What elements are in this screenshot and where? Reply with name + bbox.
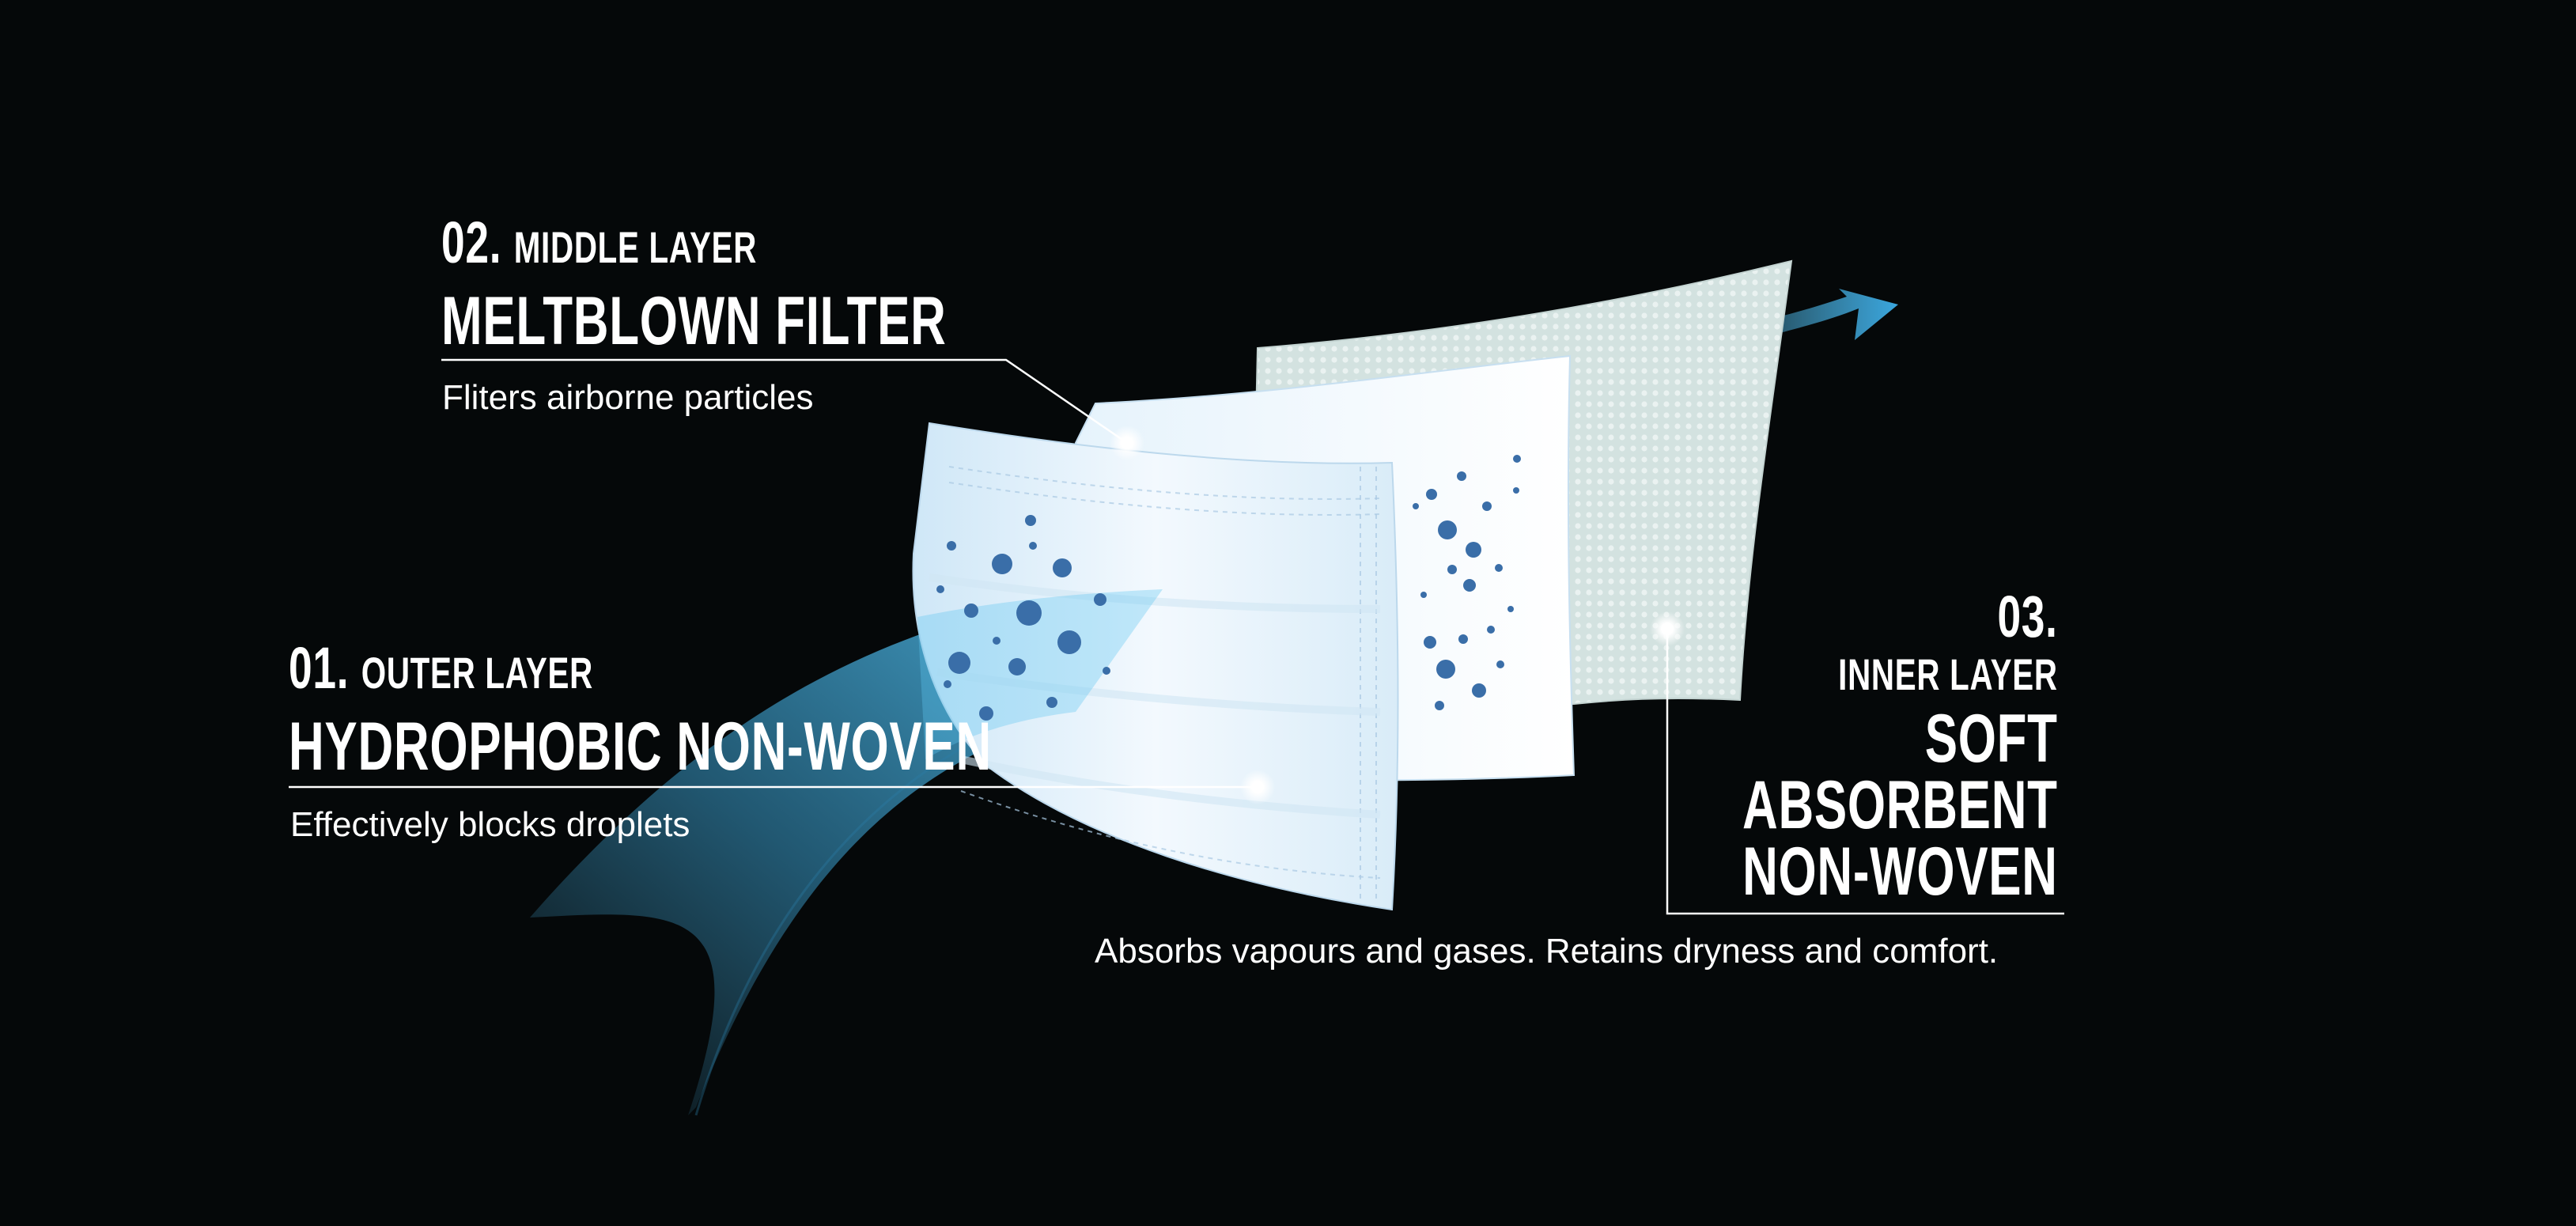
inner-layer-number: 03. <box>1997 584 2058 649</box>
middle-layer-name: MIDDLE LAYER <box>513 222 758 272</box>
inner-layer-title-line-2: ABSORBENT <box>1742 767 2058 843</box>
outer-layer-number: 01. <box>289 635 350 701</box>
callout-dots <box>1110 426 1685 804</box>
middle-layer-number: 02. <box>441 210 502 275</box>
inner-layer-title-line-1: SOFT <box>1925 701 2058 777</box>
callout-lines <box>289 358 2064 915</box>
outer-layer-name: OUTER LAYER <box>361 648 593 698</box>
inner-layer-title-line-3: NON-WOVEN <box>1742 834 2058 910</box>
outer-layer-description: Effectively blocks droplets <box>290 805 690 844</box>
middle-layer-title: MELTBLOWN FILTER <box>441 283 947 359</box>
inner-layer-name: INNER LAYER <box>1838 649 2058 699</box>
particles-outer <box>936 515 1110 721</box>
leader-line-02 <box>441 358 1128 445</box>
outer-layer-label: 01. OUTER LAYER HYDROPHOBIC NON-WOVEN <box>289 633 1265 785</box>
outer-layer-title: HYDROPHOBIC NON-WOVEN <box>289 709 992 785</box>
middle-layer-description: Fliters airborne particles <box>442 378 814 417</box>
inner-layer-label: 03. INNER LAYER SOFT ABSORBENT NON-WOVEN <box>1620 584 2058 910</box>
middle-layer-label: 02. MIDDLE LAYER MELTBLOWN FILTER <box>441 207 1143 359</box>
inner-layer-description: Absorbs vapours and gases. Retains dryne… <box>1095 932 1999 971</box>
leader-line-03 <box>1666 629 2064 915</box>
particles-middle <box>1413 455 1521 710</box>
